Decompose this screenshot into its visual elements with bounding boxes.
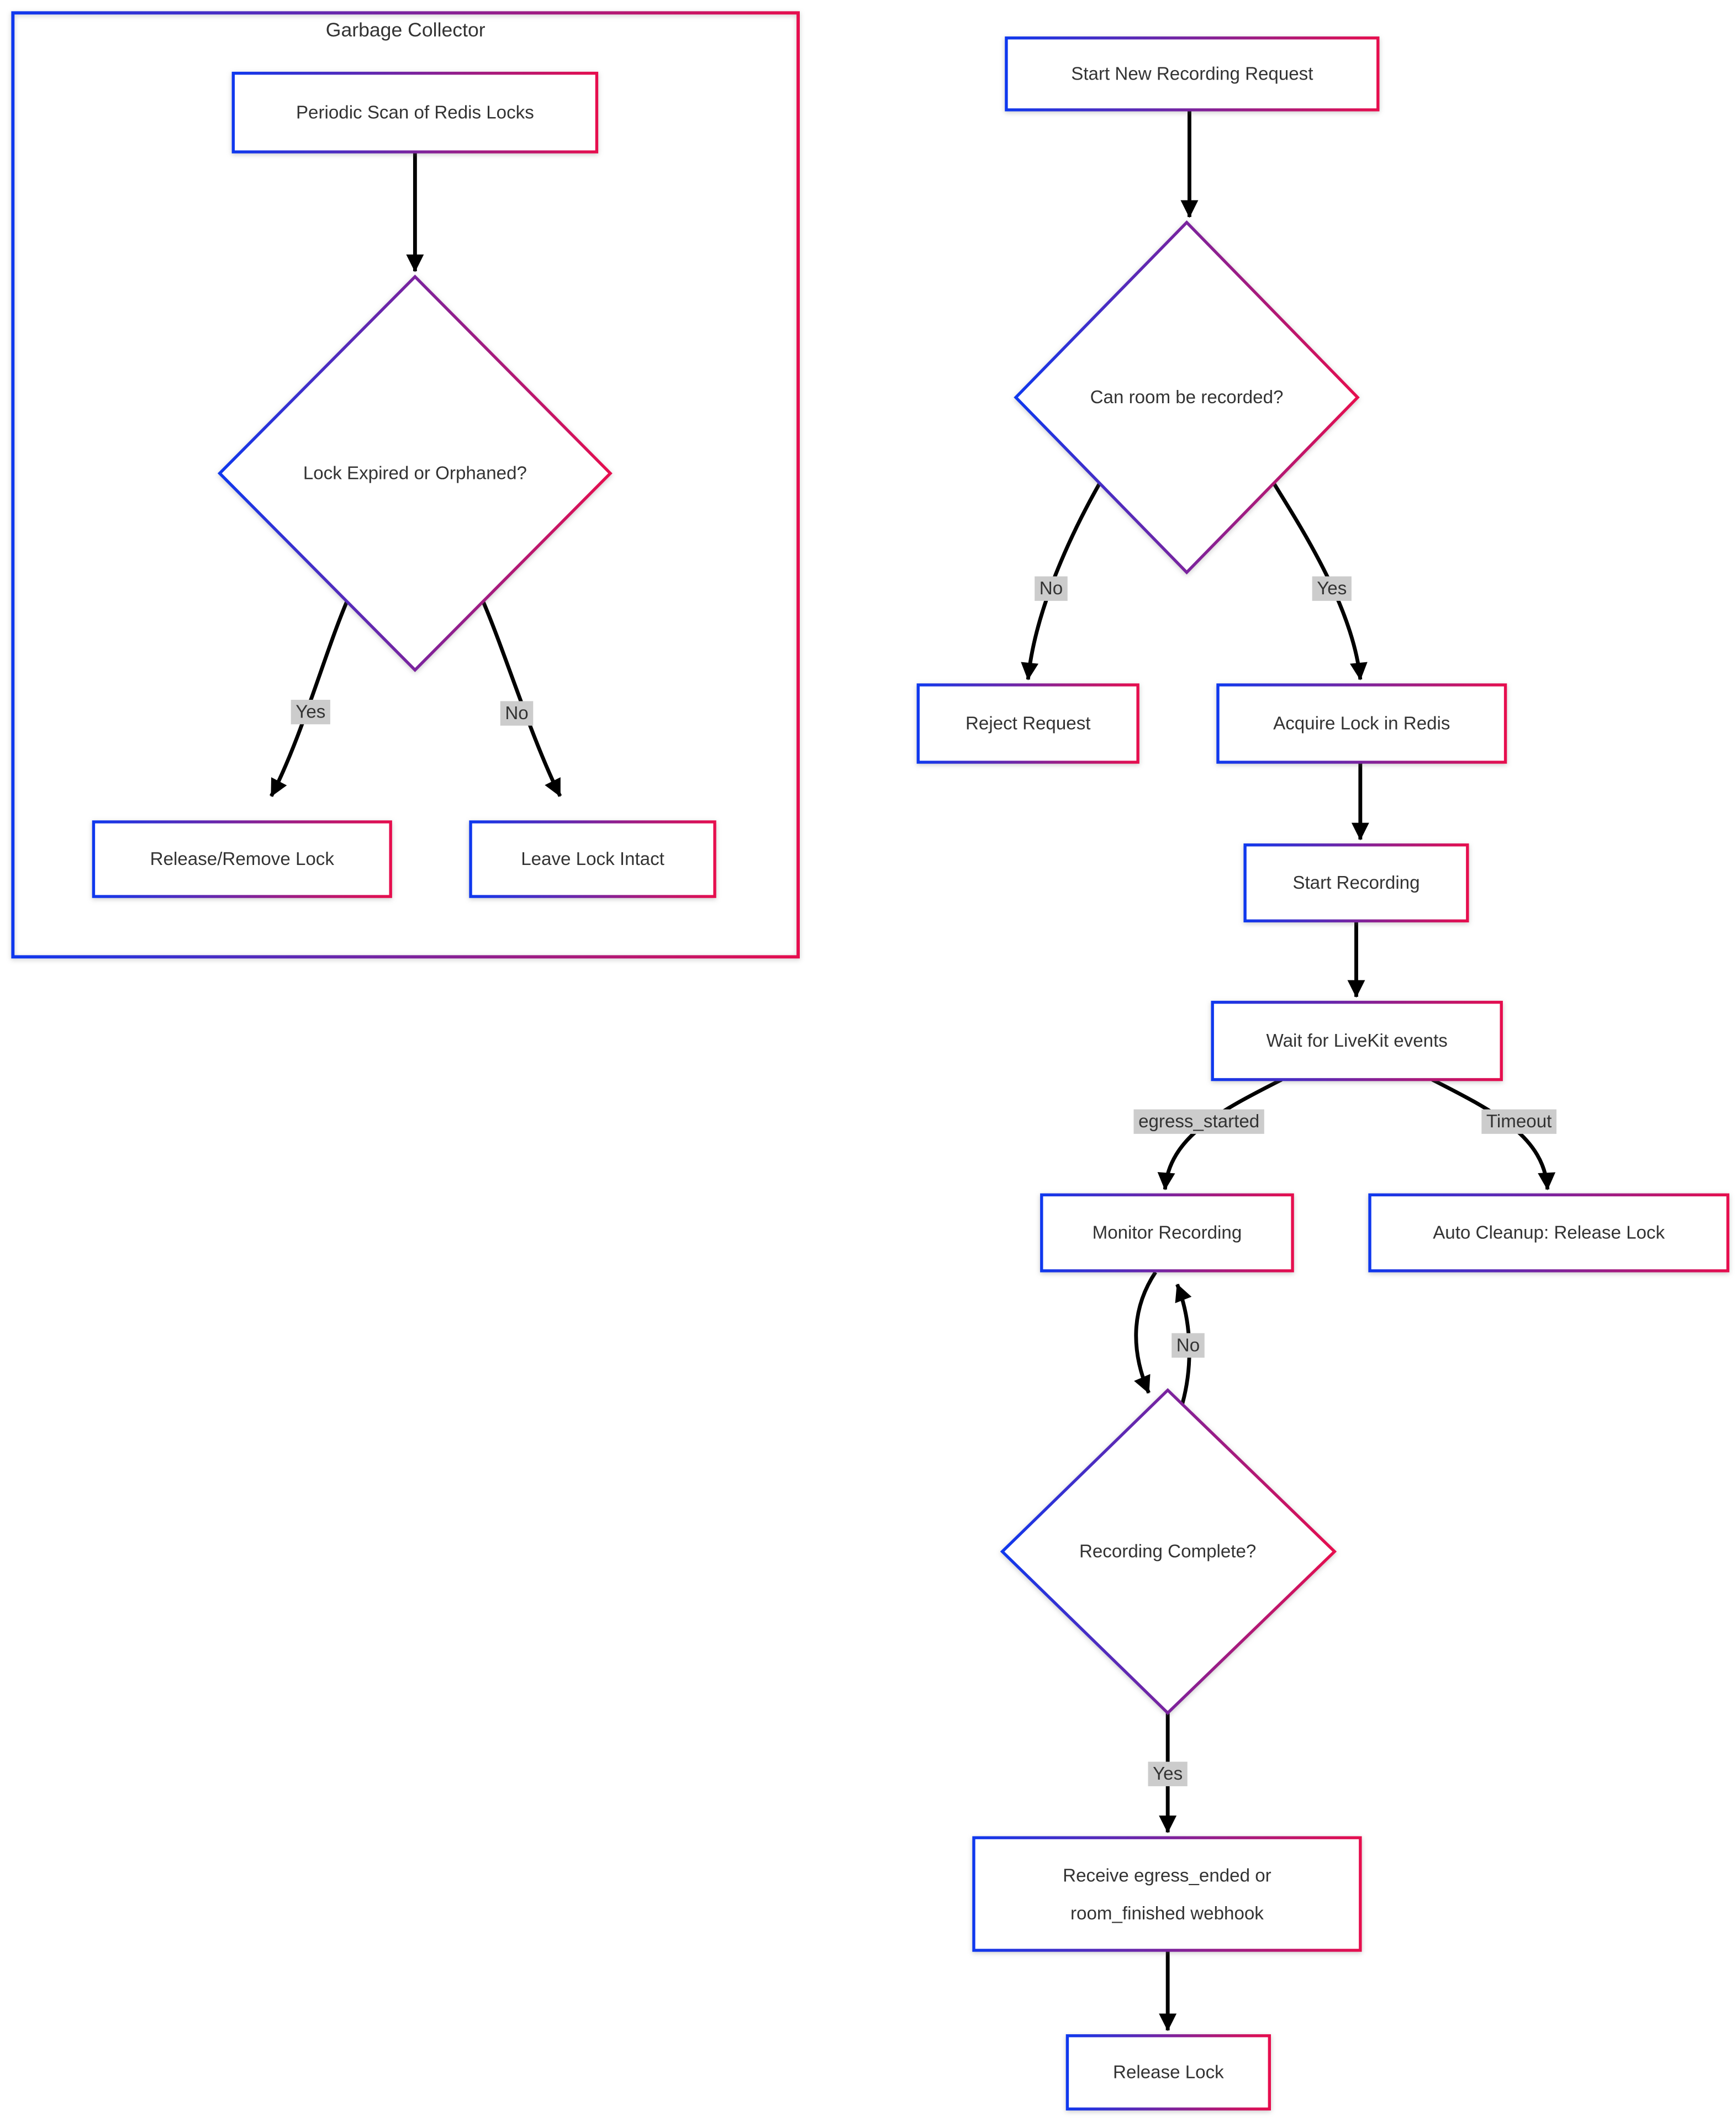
edge-label-background [500, 701, 534, 726]
node-monitor: Monitor Recording [1040, 1193, 1294, 1273]
node-label-line2: room_finished webhook [1070, 1903, 1264, 1924]
node-auto-cleanup: Auto Cleanup: Release Lock [1368, 1193, 1729, 1273]
edge-label-background [1312, 576, 1352, 601]
node-label: Start New Recording Request [1071, 64, 1313, 84]
node-wait-events: Wait for LiveKit events [1211, 1000, 1503, 1081]
edge-label-record-no: No [1035, 576, 1068, 601]
node-label: Recording Complete? [1079, 1542, 1256, 1562]
node-periodic-scan: Periodic Scan of Redis Locks [231, 71, 599, 154]
svg-text:egress_started: egress_started [1138, 1111, 1259, 1132]
node-label: Acquire Lock in Redis [1273, 713, 1450, 734]
edge-label-background [1172, 1333, 1205, 1358]
edge-labels: Yes No No Yes egress_started Timeout No [291, 576, 1556, 1786]
edge-label-gc-no: No [500, 701, 534, 726]
node-lock-expired: Lock Expired or Orphaned? [217, 275, 613, 672]
node-label: Start Recording [1292, 873, 1420, 893]
edge-label-background [291, 699, 330, 725]
edge-lock-expired-no-to-leave-intact [481, 600, 562, 797]
node-receive-webhook: Receive egress_ended or room_finished we… [972, 1836, 1362, 1952]
node-start-request: Start New Recording Request [1005, 36, 1380, 112]
edge-wait-events-timeout-to-auto-cleanup [1431, 1078, 1556, 1191]
edge-label-background [1148, 1761, 1188, 1786]
node-start-recording: Start Recording [1243, 843, 1469, 922]
edge-lock-expired-yes-to-release-remove [270, 600, 349, 797]
edge-label-background [1481, 1109, 1556, 1134]
node-release-lock: Release Lock [1065, 2034, 1271, 2111]
node-label: Periodic Scan of Redis Locks [296, 102, 534, 123]
node-label: Lock Expired or Orphaned? [303, 463, 527, 483]
edge-label-egress-started: egress_started [1133, 1109, 1264, 1134]
node-release-remove: Release/Remove Lock [92, 820, 392, 898]
edge-label-gc-yes: Yes [291, 699, 330, 725]
svg-text:Yes: Yes [1153, 1764, 1183, 1784]
node-label: Release Lock [1113, 2062, 1224, 2082]
edge-label-background [1035, 576, 1068, 601]
cluster-garbage-collector: Garbage Collector [11, 11, 800, 959]
node-label: Wait for LiveKit events [1267, 1031, 1448, 1051]
node-label: Leave Lock Intact [521, 849, 664, 869]
node-leave-intact: Leave Lock Intact [469, 820, 716, 898]
node-label-line1: Receive egress_ended or [1063, 1865, 1271, 1886]
node-reject-request: Reject Request [916, 683, 1139, 764]
edge-label-loop-no: No [1172, 1333, 1205, 1358]
node-label: Release/Remove Lock [150, 849, 335, 869]
nodes: Periodic Scan of Redis Locks Lock Expire… [92, 36, 1729, 2111]
svg-text:Yes: Yes [1317, 578, 1347, 599]
svg-text:Timeout: Timeout [1486, 1111, 1552, 1132]
svg-text:Yes: Yes [296, 702, 325, 722]
cluster-title: Garbage Collector [326, 19, 486, 41]
edge-monitor-to-recording-complete [1134, 1271, 1157, 1394]
node-can-record: Can room be recorded? [1014, 220, 1360, 575]
node-label: Monitor Recording [1093, 1223, 1242, 1243]
edge-label-background [1133, 1109, 1264, 1134]
edge-can-record-no-to-reject [1021, 482, 1102, 680]
svg-text:No: No [1040, 578, 1063, 599]
edge-label-record-yes: Yes [1312, 576, 1352, 601]
node-label: Reject Request [965, 713, 1090, 734]
node-recording-complete: Recording Complete? [1000, 1388, 1337, 1716]
edge-wait-events-egress-started-to-monitor [1157, 1078, 1283, 1191]
svg-text:No: No [505, 703, 528, 724]
cluster-border [11, 11, 800, 959]
node-label: Can room be recorded? [1090, 387, 1284, 408]
node-acquire-lock: Acquire Lock in Redis [1216, 683, 1507, 764]
edge-can-record-yes-to-acquire-lock [1271, 482, 1368, 680]
edge-label-timeout: Timeout [1481, 1109, 1556, 1134]
node-label: Auto Cleanup: Release Lock [1433, 1223, 1665, 1243]
svg-text:No: No [1176, 1335, 1200, 1355]
edge-label-complete-yes: Yes [1148, 1761, 1188, 1786]
